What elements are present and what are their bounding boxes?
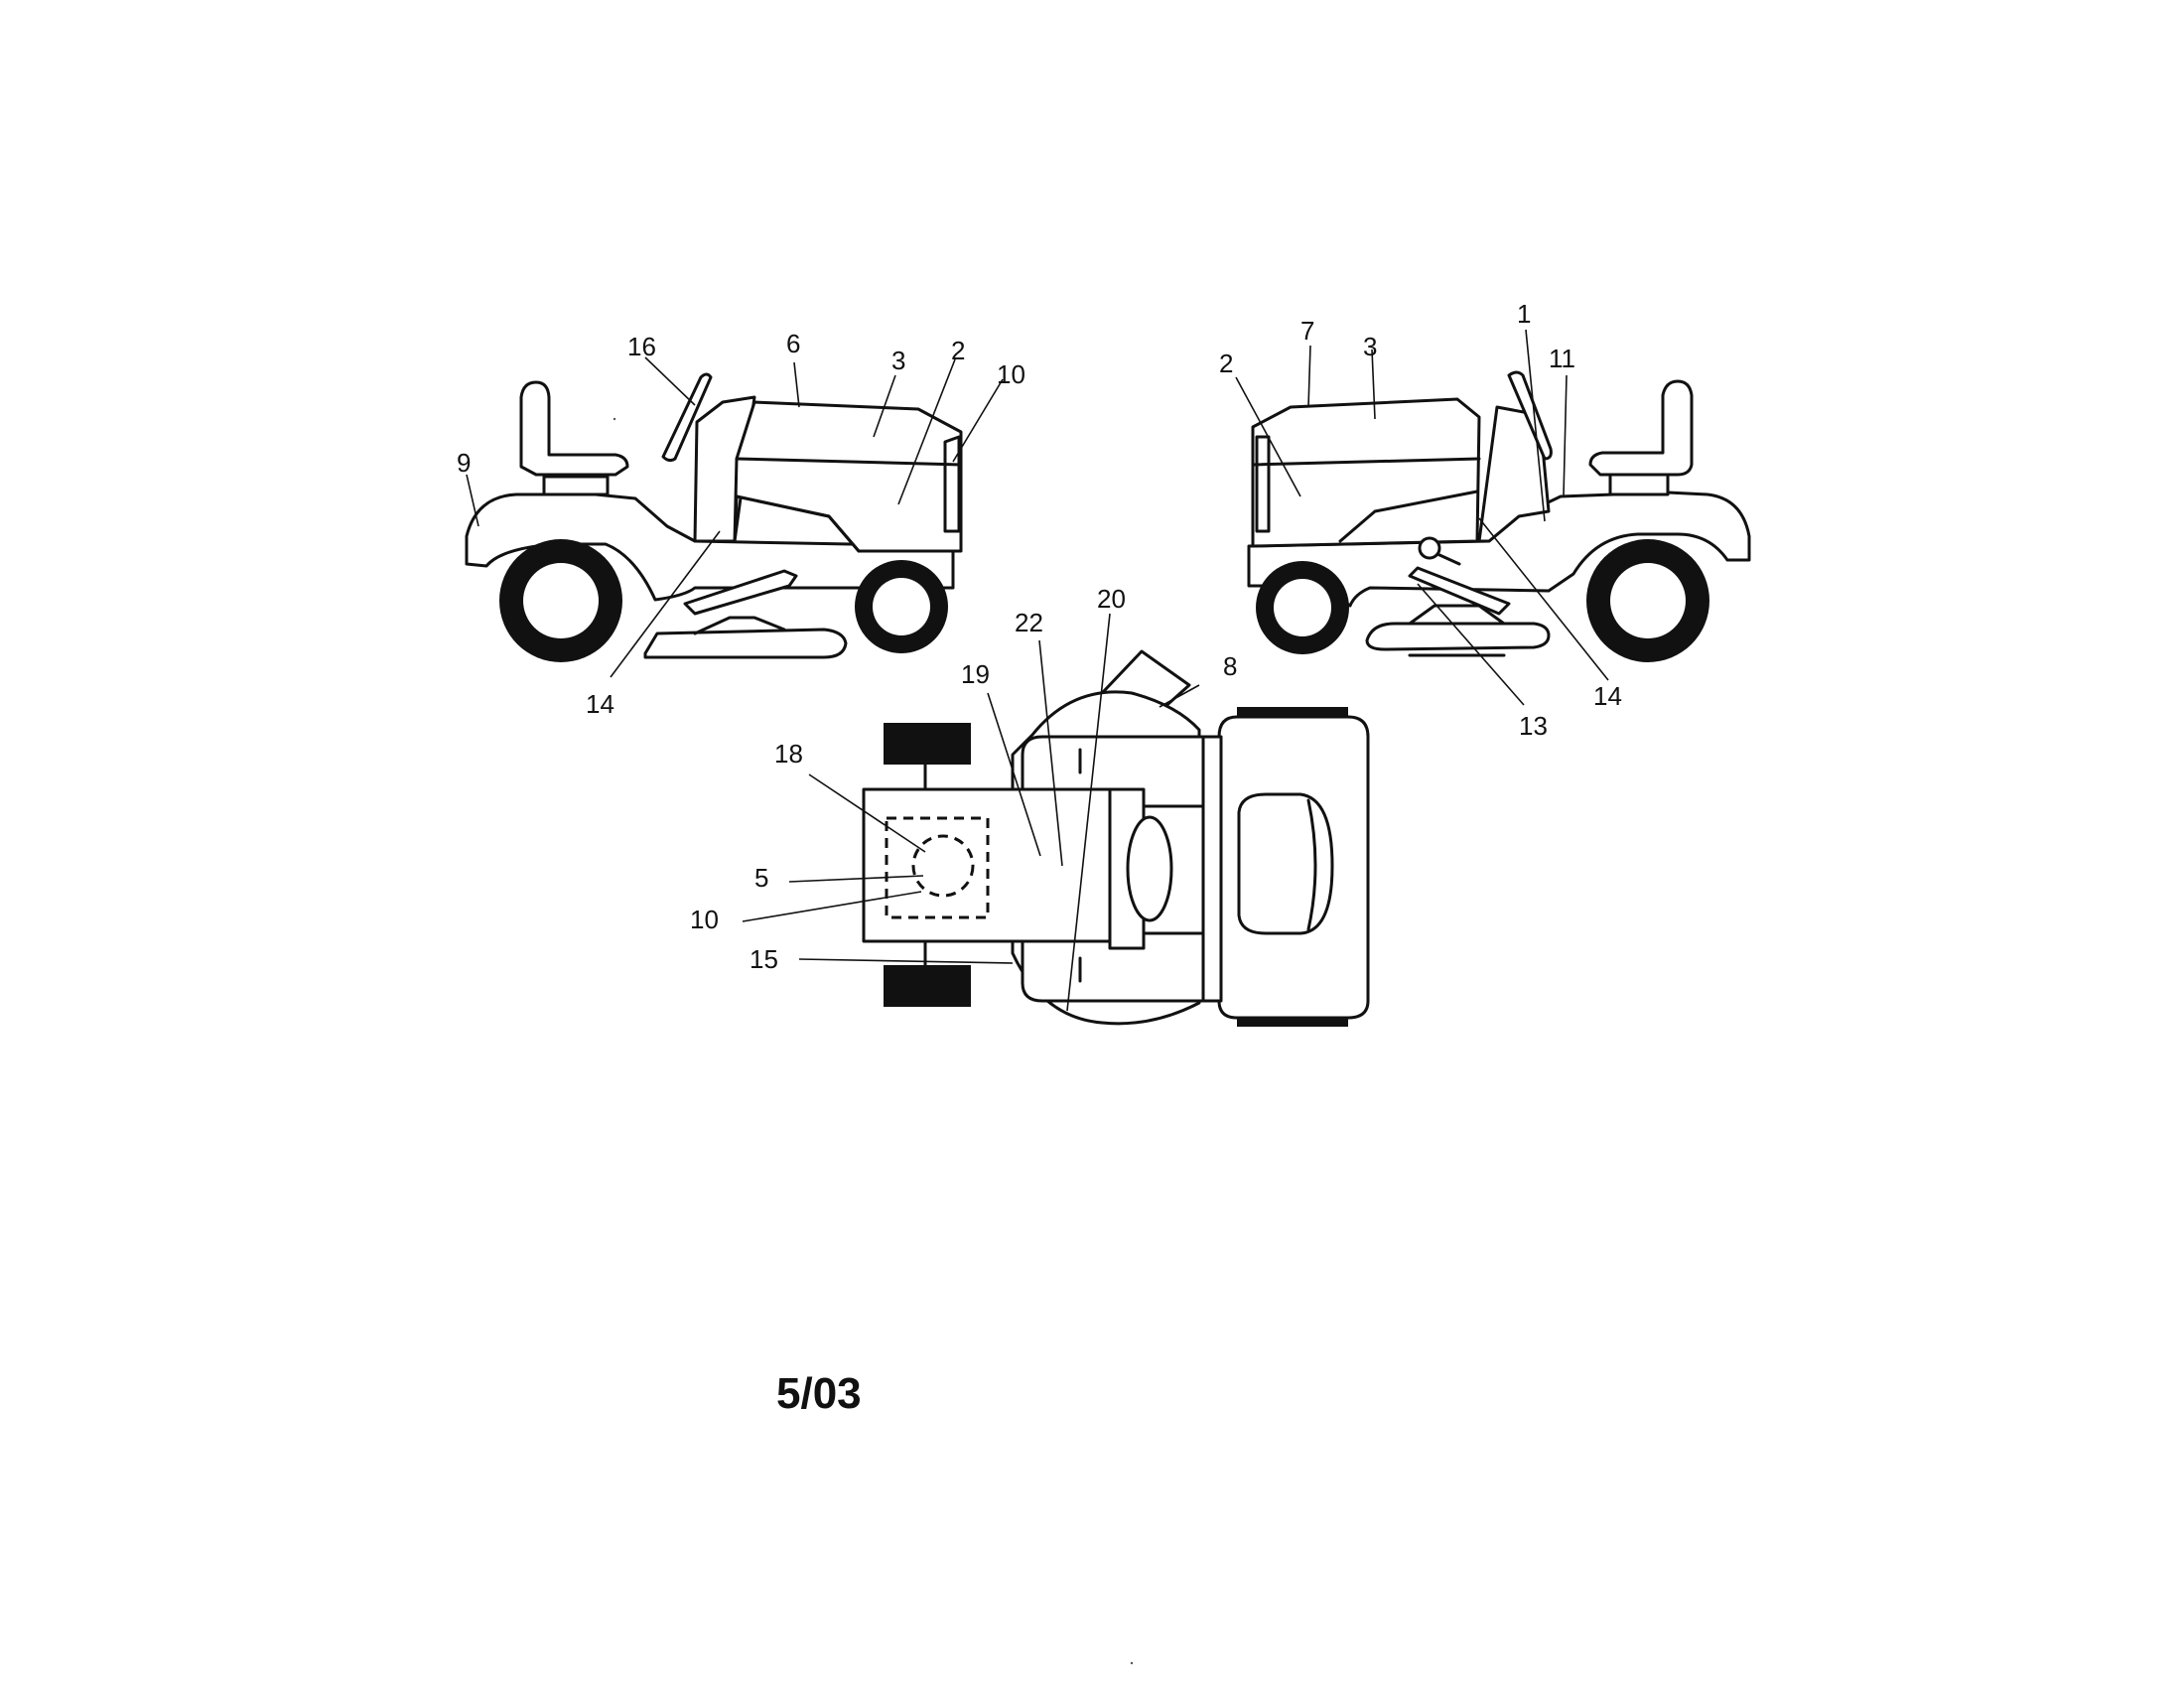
scan-speck xyxy=(1130,1661,1134,1665)
left-view-leader-lines xyxy=(466,356,1004,678)
callout-left-9: 9 xyxy=(457,448,471,478)
top-seat-back-line xyxy=(1306,798,1317,931)
right-view-callouts: 2 7 3 1 11 14 13 xyxy=(1219,299,1622,741)
right-front-rim xyxy=(1274,579,1331,636)
right-key-stem xyxy=(1435,552,1461,566)
right-side-view-tractor xyxy=(1247,370,1751,662)
callout-right-7: 7 xyxy=(1300,316,1314,346)
left-hood-line xyxy=(735,457,963,467)
scan-speck xyxy=(613,417,616,421)
right-side-panel-line xyxy=(1338,490,1479,543)
callout-right-11: 11 xyxy=(1549,344,1575,373)
callout-top-20: 20 xyxy=(1097,584,1126,614)
top-steering-wheel xyxy=(1126,815,1173,922)
callout-top-18: 18 xyxy=(774,739,803,769)
top-dashed-circle xyxy=(911,834,975,898)
callout-top-10: 10 xyxy=(690,905,719,934)
callout-left-3: 3 xyxy=(891,346,905,375)
left-rear-rim xyxy=(523,563,599,638)
right-headlight-grille xyxy=(1255,435,1271,533)
right-rear-fender-body xyxy=(1247,491,1751,608)
callout-top-8: 8 xyxy=(1223,651,1237,681)
left-dash-console xyxy=(693,395,756,543)
right-hood xyxy=(1251,397,1481,548)
top-view-leader-lines xyxy=(742,613,1200,1012)
left-view-callouts: 16 6 3 2 10 9 14 xyxy=(457,329,1025,719)
right-deck-bracket xyxy=(1408,604,1506,626)
callout-right-13: 13 xyxy=(1519,711,1548,741)
left-headlight-grille xyxy=(943,435,961,533)
callout-top-15: 15 xyxy=(750,944,778,974)
callout-top-22: 22 xyxy=(1015,608,1043,637)
callout-left-16: 16 xyxy=(627,332,656,361)
top-seat xyxy=(1237,792,1334,935)
callout-left-2: 2 xyxy=(951,336,965,365)
top-view-callouts: 8 20 22 19 18 5 10 15 xyxy=(690,584,1237,974)
left-mower-deck xyxy=(643,628,848,659)
callout-top-19: 19 xyxy=(961,659,990,689)
top-fender-edge xyxy=(1201,735,1223,1003)
right-rear-rim xyxy=(1610,563,1686,638)
left-side-view-tractor xyxy=(465,372,963,662)
callout-left-14: 14 xyxy=(586,689,614,719)
left-hood xyxy=(733,400,963,553)
left-front-rim xyxy=(873,578,930,635)
top-dashed-decal-area xyxy=(885,816,990,919)
left-steering-wheel xyxy=(661,372,713,463)
right-seat-base xyxy=(1608,473,1670,496)
right-hood-line xyxy=(1251,457,1481,467)
right-steering-wheel xyxy=(1507,370,1553,461)
callout-right-3: 3 xyxy=(1363,332,1377,361)
date-code: 5/03 xyxy=(776,1369,862,1418)
right-key-knob xyxy=(1418,536,1441,560)
callout-left-6: 6 xyxy=(786,329,800,358)
right-seat xyxy=(1588,379,1694,477)
left-foot-pedal xyxy=(683,569,798,616)
callout-top-5: 5 xyxy=(754,863,768,893)
top-view-tractor xyxy=(862,649,1370,1027)
top-front-tire-upper xyxy=(884,723,971,765)
top-front-tire-lower xyxy=(884,965,971,1007)
right-view-leader-lines xyxy=(1235,329,1609,706)
callout-left-10: 10 xyxy=(997,359,1025,389)
callout-right-1: 1 xyxy=(1517,299,1531,329)
top-hood xyxy=(862,787,1112,943)
left-seat-base xyxy=(542,475,610,496)
left-deck-bracket xyxy=(693,616,786,635)
left-side-panel-line xyxy=(735,494,861,553)
callout-right-14: 14 xyxy=(1593,681,1622,711)
right-foot-pedal xyxy=(1408,566,1511,616)
left-seat xyxy=(519,380,629,477)
callout-right-2: 2 xyxy=(1219,349,1233,378)
right-mower-deck xyxy=(1365,622,1551,651)
